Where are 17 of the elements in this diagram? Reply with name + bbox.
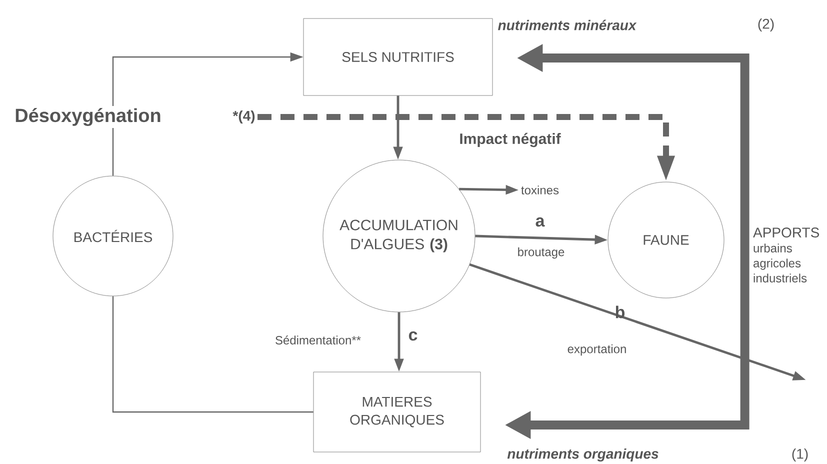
edge-label: Désoxygénation — [12, 106, 164, 128]
edge-label: nutriments organiques — [507, 448, 658, 462]
node-text: *(4) — [232, 110, 255, 124]
edge-label: nutriments minéraux — [498, 20, 637, 30]
flow-label: Sédimentation** — [276, 336, 361, 344]
edge-label: b — [616, 306, 624, 318]
process-box: SELS NUTRITIFS — [303, 18, 493, 96]
process-box: MATIERES ORGANIQUES — [313, 372, 481, 452]
source-text: APPORTS urbains agricoles industriels — [753, 228, 820, 282]
reference-number: (2) — [758, 18, 774, 32]
edge-label: c — [408, 331, 418, 341]
reference-number: (1) — [792, 448, 808, 462]
flow-label: broutage — [518, 247, 564, 259]
edge-label: Impact négatif — [460, 132, 561, 148]
node-text: toxines — [521, 186, 559, 194]
edge-label: a — [536, 217, 545, 227]
flow-label: exportation — [568, 344, 626, 356]
